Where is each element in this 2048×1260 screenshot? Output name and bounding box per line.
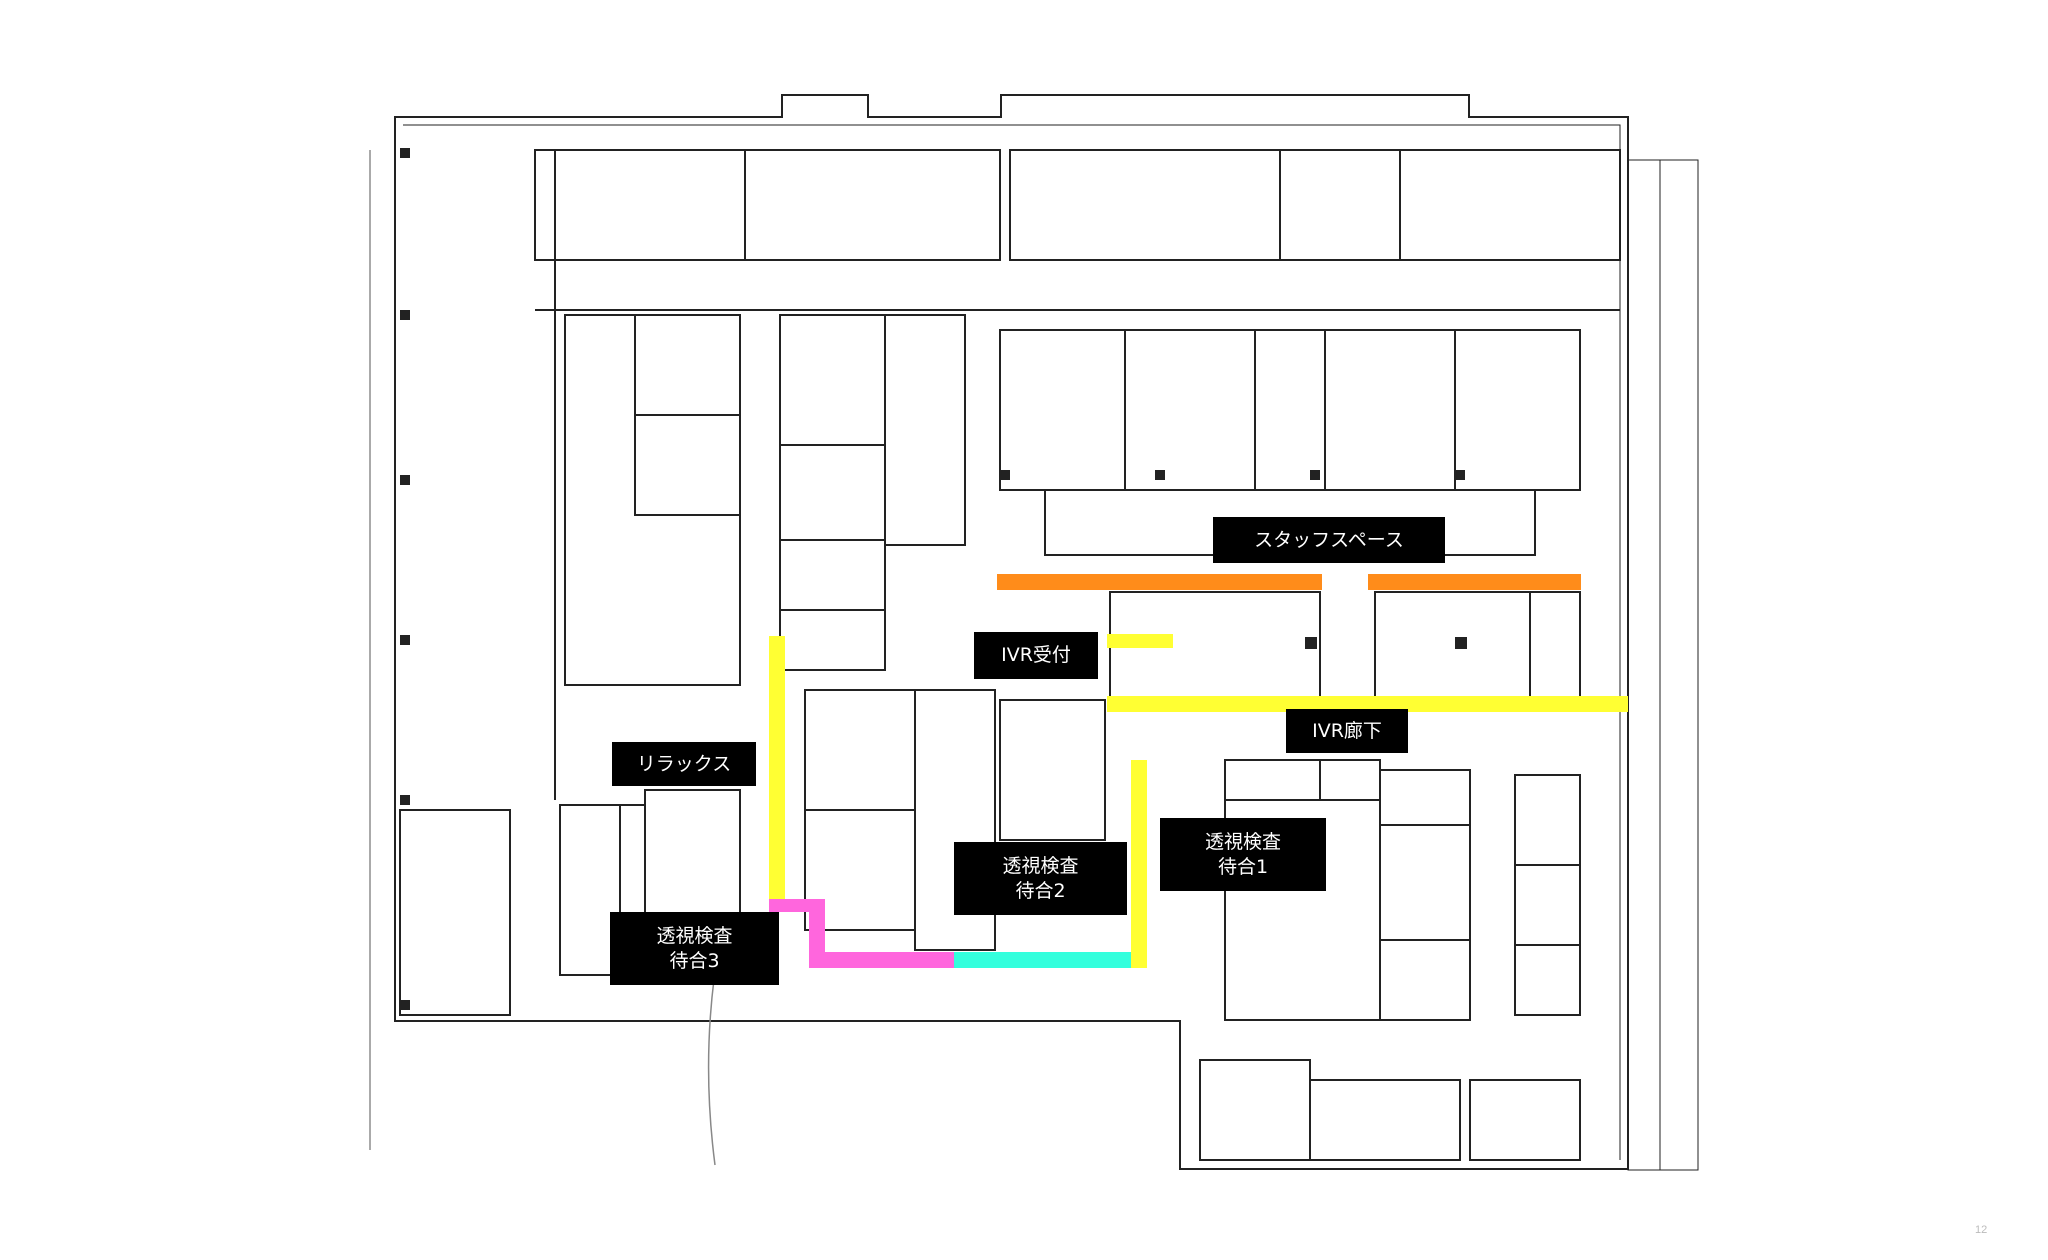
orange-route-left [997, 574, 1322, 590]
label-fluoro-waiting-1: 透視検査 待合1 [1160, 818, 1326, 891]
label-relax: リラックス [612, 742, 756, 786]
page-number: 12 [1975, 1224, 1988, 1236]
building-outline [394, 94, 1629, 1170]
label-fluoro-waiting-3: 透視検査 待合3 [610, 912, 779, 985]
label-fluoro-waiting-2: 透視検査 待合2 [954, 842, 1127, 915]
label-ivr-reception: IVR受付 [974, 632, 1098, 679]
pink-route-3 [809, 952, 954, 968]
label-staff-space: スタッフスペース [1213, 517, 1445, 563]
yellow-route-left-vertical [769, 636, 785, 901]
yellow-route-right-vertical [1131, 760, 1147, 968]
yellow-route-ivr-corridor [1107, 696, 1628, 712]
yellow-route-reception [1107, 634, 1173, 648]
label-ivr-corridor: IVR廊下 [1286, 709, 1408, 753]
orange-route-right [1368, 574, 1581, 590]
pink-route-2 [809, 899, 825, 968]
cyan-route [954, 952, 1131, 968]
